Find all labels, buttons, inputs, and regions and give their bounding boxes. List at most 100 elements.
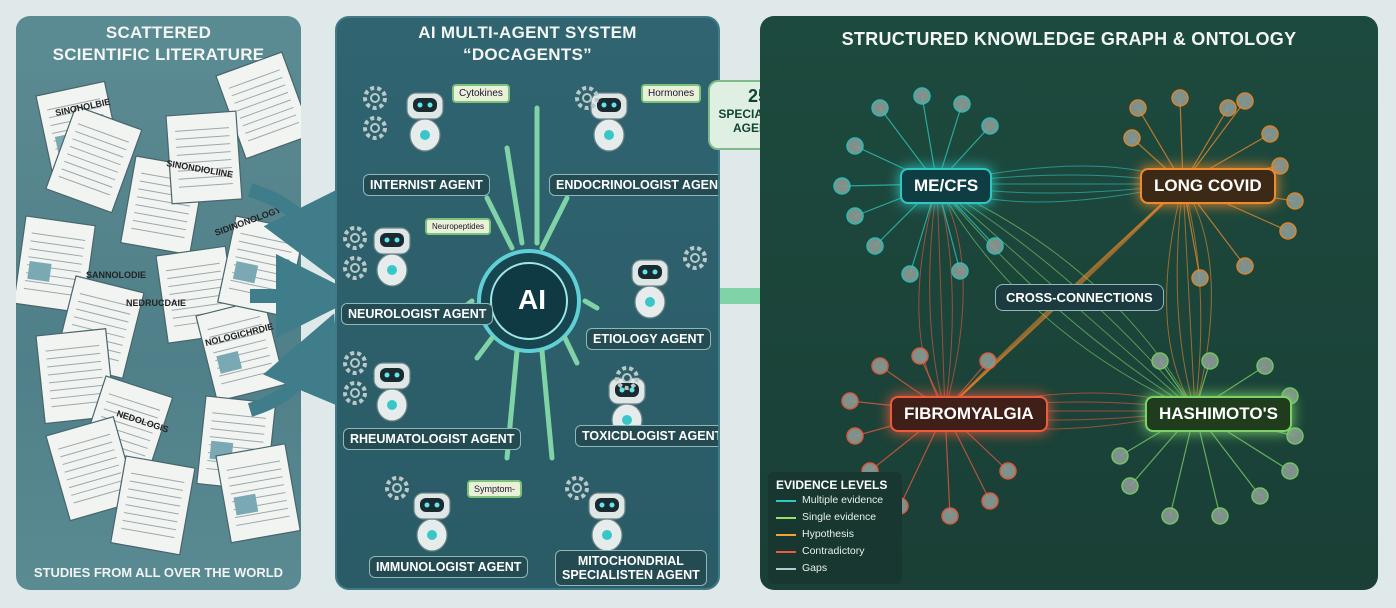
robot-icon bbox=[588, 492, 626, 552]
gear-icon bbox=[363, 116, 387, 140]
rheumatologist-agent-label: RHEUMATOLOGIST AGENT bbox=[343, 428, 522, 450]
cross-edge bbox=[936, 183, 964, 412]
legend-label: Multiple evidence bbox=[802, 494, 884, 506]
agent-arrow bbox=[504, 145, 525, 246]
legend-label: Gaps bbox=[802, 562, 828, 574]
cross-edge bbox=[1182, 183, 1212, 412]
paper-sheet bbox=[195, 298, 286, 403]
legend-item: Hypothesis bbox=[768, 526, 902, 543]
node-fibromyalgia: FIBROMYALGIA bbox=[890, 396, 1048, 432]
ai-core bbox=[490, 262, 568, 340]
graph-node bbox=[979, 352, 997, 370]
legend-title: EVIDENCE LEVELS bbox=[776, 478, 888, 492]
legend-label: Contradictory bbox=[802, 545, 865, 557]
cross-edge bbox=[929, 183, 946, 412]
graph-node bbox=[1271, 157, 1289, 175]
immunologist-agent-label: IMMUNOLOGIST AGENT bbox=[369, 556, 529, 578]
ai-core-label: AI bbox=[518, 284, 546, 315]
gear-icon bbox=[565, 476, 589, 500]
robot-icon bbox=[373, 227, 411, 287]
legend-item: Multiple evidence bbox=[768, 492, 902, 509]
paper-label: NEDRUCDAIE bbox=[126, 298, 186, 308]
graph-node bbox=[941, 507, 959, 525]
agent-arrow bbox=[582, 298, 600, 311]
graph-node bbox=[951, 262, 969, 280]
graph-node bbox=[1286, 427, 1304, 445]
robot-icon bbox=[631, 259, 669, 319]
graph-node bbox=[1236, 257, 1254, 275]
graph-node bbox=[1151, 352, 1169, 370]
agents-title: AI MULTI-AGENT SYSTEM “DOCAGENTS” bbox=[418, 23, 637, 64]
robot-icon bbox=[373, 362, 411, 422]
gear-icon bbox=[615, 366, 639, 390]
neurologist-agent-label: NEUROLOGIST AGENT bbox=[341, 303, 494, 325]
legend-arrow-icon bbox=[776, 517, 796, 519]
graph-node bbox=[841, 392, 859, 410]
paper-sheet bbox=[165, 110, 243, 205]
legend-arrow-icon bbox=[776, 551, 796, 553]
graph-node bbox=[953, 95, 971, 113]
node-hashimotos: HASHIMOTO'S bbox=[1145, 396, 1292, 432]
graph-node bbox=[833, 177, 851, 195]
cross-edge bbox=[1166, 183, 1196, 412]
paper-sheet bbox=[45, 415, 139, 522]
gear-icon bbox=[343, 226, 367, 250]
agent-arrow bbox=[539, 195, 570, 251]
graph-node bbox=[871, 99, 889, 117]
gear-icon bbox=[343, 351, 367, 375]
cross-edge bbox=[1176, 183, 1196, 412]
endocrinologist-agent-label: ENDOCRINOLOGIST AGENT bbox=[549, 174, 718, 196]
agent-arrow bbox=[539, 348, 555, 461]
cross-edge bbox=[1182, 183, 1202, 412]
graph-node bbox=[1161, 507, 1179, 525]
graph-node bbox=[1201, 352, 1219, 370]
legend-label: Hypothesis bbox=[802, 528, 854, 540]
mitochondrial-agent-label: MITOCHONDRIAL SPECIALISTEN AGENT bbox=[555, 550, 707, 586]
cross-edge bbox=[936, 183, 946, 412]
paper-label: SANNOLODIE bbox=[86, 270, 146, 280]
legend-item: Gaps bbox=[768, 560, 902, 577]
cross-edge bbox=[936, 183, 953, 412]
graph-node bbox=[1211, 507, 1229, 525]
graph-node bbox=[871, 357, 889, 375]
symptom-chip: Symptom- bbox=[467, 480, 523, 498]
graph-node bbox=[846, 207, 864, 225]
agent-arrow bbox=[474, 335, 495, 361]
literature-caption: STUDIES FROM ALL OVER THE WORLD bbox=[33, 565, 284, 580]
agent-arrow bbox=[562, 335, 580, 366]
gear-icon bbox=[343, 381, 367, 405]
graph-node bbox=[1281, 462, 1299, 480]
graph-node bbox=[1129, 99, 1147, 117]
robot-icon bbox=[406, 92, 444, 152]
graph-node bbox=[1191, 269, 1209, 287]
legend-label: Single evidence bbox=[802, 511, 877, 523]
cross-connections-label: CROSS-CONNECTIONS bbox=[995, 284, 1164, 311]
node-long-covid: LONG COVID bbox=[1140, 168, 1276, 204]
legend-item: Single evidence bbox=[768, 509, 902, 526]
graph-node bbox=[1171, 89, 1189, 107]
graph-node bbox=[866, 237, 884, 255]
graph-node bbox=[1256, 357, 1274, 375]
paper-sheet bbox=[215, 443, 301, 544]
etiology-agent-label: ETIOLOGY AGENT bbox=[586, 328, 712, 350]
graph-node bbox=[1261, 125, 1279, 143]
cross-edge bbox=[1182, 183, 1196, 412]
node-mecfs: ME/CFS bbox=[900, 168, 993, 204]
gear-icon bbox=[343, 256, 367, 280]
cytokines-chip: Cytokines bbox=[452, 84, 510, 103]
gear-icon bbox=[575, 86, 599, 110]
legend-arrow-icon bbox=[776, 568, 796, 570]
graph-node bbox=[1123, 129, 1141, 147]
graph-node bbox=[1279, 222, 1297, 240]
graph-node bbox=[1286, 192, 1304, 210]
cross-edge bbox=[936, 183, 1196, 412]
agent-network bbox=[343, 86, 707, 552]
agent-arrow bbox=[484, 195, 515, 251]
robot-icon bbox=[413, 492, 451, 552]
graph-node bbox=[1219, 99, 1237, 117]
legend-item: Contradictory bbox=[768, 543, 902, 560]
paper-pile: SINOHOLBIESINONDIOLIINESANNOLODIENEDRUCD… bbox=[16, 51, 301, 556]
graph-node bbox=[1236, 92, 1254, 110]
robot-icon bbox=[590, 92, 628, 152]
